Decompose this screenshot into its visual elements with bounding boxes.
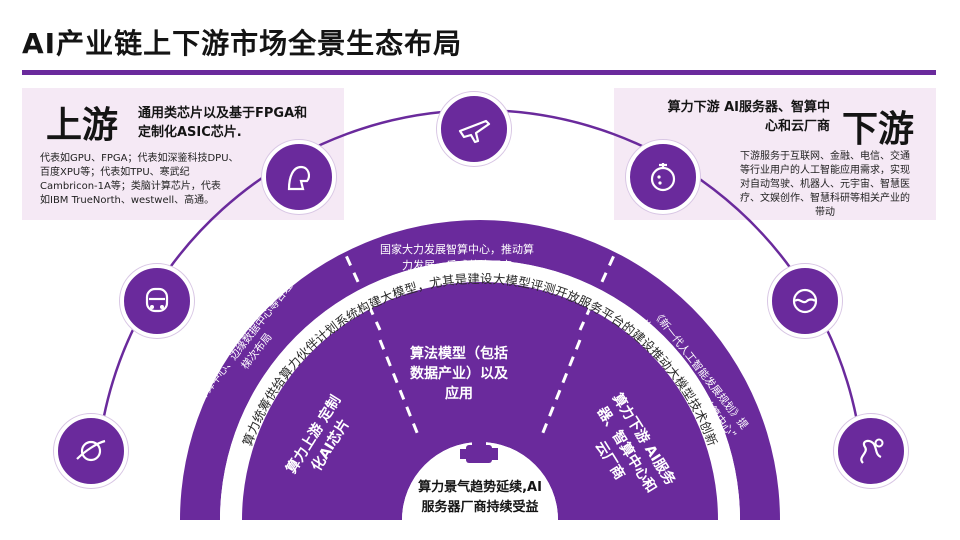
upstream-description-line: 百度XPU等；代表如TPU、寒武纪 (40, 167, 190, 178)
top-arc-text-line: 国家大力发展智算中心，推动算 (380, 243, 534, 256)
title-underline (22, 70, 936, 75)
center-message: 算力景气趋势延续,AI 服务器厂商持续受益 (398, 478, 562, 518)
inner-middle-label-line: 数据产业）以及 (410, 366, 508, 382)
plane-icon (458, 119, 491, 144)
fruit-icon (650, 163, 676, 192)
downstream-description-line: 下游服务于互联网、金融、电信、交通 (740, 151, 910, 162)
food-icon-circle (262, 140, 336, 214)
top-arc-text: 国家大力发展智算中心，推动算 力发展，反哺芯片厂商 (380, 242, 534, 274)
inner-middle-label-line: 应用 (445, 386, 473, 402)
inner-band (242, 282, 718, 520)
upstream-heading: 上游 (46, 105, 119, 146)
robot-icon (145, 287, 169, 313)
upstream-summary-line: 定制化ASIC芯片. (138, 125, 242, 140)
downstream-summary-line: 算力下游 AI服务器、智算中 (667, 100, 830, 115)
inner-middle-label: 算法模型（包括 数据产业）以及 应用 (410, 344, 508, 404)
downstream-description-line: 对自动驾驶、机器人、元宇宙、智慧医 (740, 179, 910, 190)
cloud-icon (792, 288, 818, 314)
route-icon-circle (834, 414, 908, 488)
plane-icon-circle (437, 92, 511, 166)
robot-icon-circle (120, 264, 194, 338)
outer-band (180, 220, 780, 520)
engine-icon (458, 436, 502, 470)
upstream-description-line: Cambricon-1A等；类脑计算芯片，代表 (40, 181, 221, 192)
fruit-icon-circle (626, 140, 700, 214)
downstream-summary: 算力下游 AI服务器、智算中 心和云厂商 (652, 98, 830, 136)
inner-middle-label-line: 算法模型（包括 (410, 346, 508, 362)
downstream-summary-line: 心和云厂商 (764, 119, 830, 134)
cloud-icon-circle (768, 264, 842, 338)
downstream-description: 下游服务于互联网、金融、电信、交通 等行业用户的人工智能应用需求，实现 对自动驾… (722, 150, 928, 220)
upstream-description-line: 如IBM TrueNorth、westwell、高通。 (40, 195, 215, 206)
center-message-line: 服务器厂商持续受益 (421, 500, 539, 515)
downstream-description-line: 等行业用户的人工智能应用需求，实现 (740, 165, 910, 176)
upstream-summary-line: 通用类芯片以及基于FPGA和 (138, 106, 308, 121)
rocket-icon (76, 439, 106, 462)
downstream-heading: 下游 (842, 109, 915, 150)
top-arc-text-line: 力发展，反哺芯片厂商 (402, 259, 512, 272)
downstream-description-line: 带动 (815, 207, 835, 218)
center-semicircle (402, 442, 558, 520)
upstream-summary: 通用类芯片以及基于FPGA和 定制化ASIC芯片. (138, 104, 307, 142)
route-icon (860, 438, 884, 464)
center-message-line: 算力景气趋势延续,AI (418, 480, 542, 495)
upstream-description-line: 代表如GPU、FPGA；代表如深鉴科技DPU、 (40, 153, 239, 164)
page-title: AI产业链上下游市场全景生态布局 (22, 27, 463, 60)
downstream-description-line: 疗、文娱创作、智慧科研等相关产业的 (740, 193, 910, 204)
food-icon (287, 165, 311, 191)
upstream-description: 代表如GPU、FPGA；代表如深鉴科技DPU、 百度XPU等；代表如TPU、寒武… (40, 152, 239, 208)
rocket-icon-circle (54, 414, 128, 488)
